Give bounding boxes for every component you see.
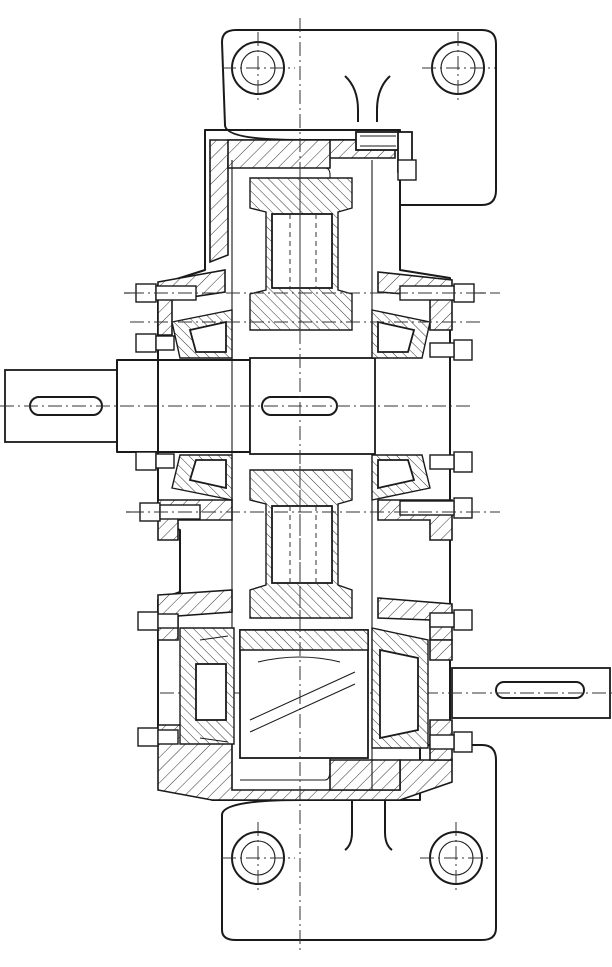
- bearing-middle-left: [171, 454, 233, 501]
- axis-lines: [130, 18, 500, 950]
- hex-bolt-icon: [137, 611, 179, 631]
- mounting-hole-icon: [422, 32, 495, 104]
- hex-bolt-icon: [429, 339, 473, 361]
- hex-bolt-icon: [429, 451, 473, 473]
- hex-bolt-icon: [429, 609, 473, 631]
- upper-gear: [249, 175, 353, 335]
- hex-bolt-icon: [137, 727, 179, 747]
- hex-bolt-icon: [399, 497, 473, 519]
- hex-bolt-icon: [135, 333, 175, 353]
- mounting-hole-icon: [420, 822, 492, 894]
- mounting-hole-icon: [222, 32, 295, 104]
- top-mounting-foot: [221, 29, 497, 206]
- output-shaft: [160, 667, 612, 719]
- bearing-lower-right: [371, 627, 429, 749]
- keyway-slot-icon: [495, 681, 585, 699]
- input-shaft: [0, 357, 470, 455]
- hex-bolt-icon: [397, 159, 417, 181]
- mounting-hole-icon: [222, 822, 295, 894]
- hex-bolt-icon: [135, 451, 175, 471]
- hex-bolt-icon: [429, 731, 473, 753]
- pinion-gear: [239, 629, 369, 759]
- bearing-middle-right: [371, 454, 431, 501]
- bearing-lower-left: [179, 627, 235, 745]
- bearing-upper-left: [171, 309, 233, 359]
- bearing-upper-right: [371, 309, 431, 359]
- middle-gear: [249, 466, 353, 622]
- bottom-mounting-foot: [221, 744, 497, 941]
- bolts: [124, 159, 486, 753]
